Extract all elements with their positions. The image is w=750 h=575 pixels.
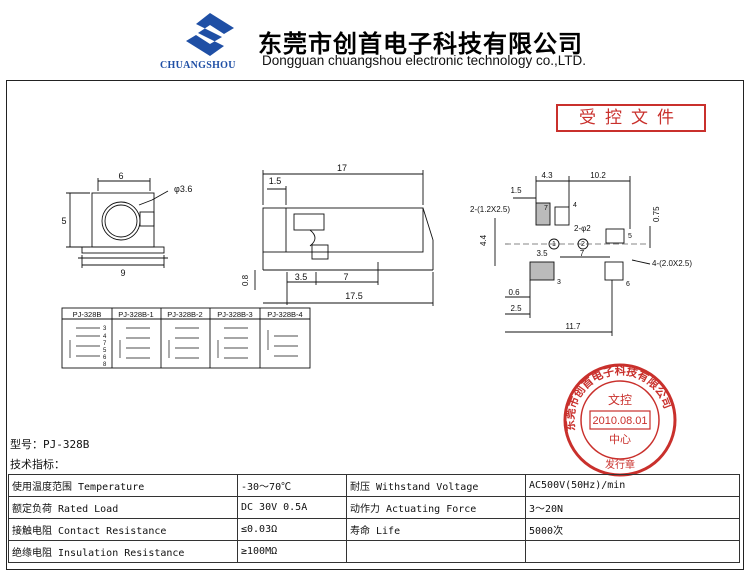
dim-hole: φ3.6 — [174, 184, 192, 194]
pin-6: 6 — [626, 281, 630, 288]
dim-width-bottom: 9 — [120, 268, 125, 278]
schematic-strip: PJ-328B PJ-328B-1 PJ-328B-2 PJ-328B-3 PJ… — [61, 307, 311, 369]
pin-2: 2 — [581, 241, 585, 248]
table-cell: ≤0.03Ω — [237, 518, 347, 541]
dim-length: 17 — [337, 163, 347, 173]
table-cell: DC 30V 0.5A — [237, 496, 347, 519]
specs-table: 使用温度范围 Temperature -30～70℃ 耐压 Withstand … — [8, 474, 740, 563]
seal-center: 中心 — [609, 433, 631, 446]
table-row: 接触电阻 Contact Resistance ≤0.03Ω 寿命 Life 5… — [8, 518, 740, 541]
model-number: 型号：PJ-328B — [10, 438, 90, 451]
schematic-label-5: PJ-328B-4 — [267, 310, 302, 319]
pin-4: 4 — [573, 202, 577, 209]
dim-fp-7: 7 — [580, 249, 585, 258]
table-cell: 接触电阻 Contact Resistance — [8, 518, 238, 541]
dim-4-3: 4.3 — [541, 171, 553, 180]
seal-date: 2010.08.01 — [592, 415, 647, 427]
table-cell: 绝缘电阻 Insulation Resistance — [8, 540, 238, 563]
sch-pin-7: 7 — [103, 341, 107, 347]
table-cell: 动作力 Actuating Force — [346, 496, 526, 519]
pin-5: 5 — [628, 233, 632, 240]
table-row: 绝缘电阻 Insulation Resistance ≥100MΩ — [8, 540, 740, 563]
sch-pin-6: 6 — [103, 355, 107, 361]
schematic-label-2: PJ-328B-1 — [118, 310, 153, 319]
dim-10-2: 10.2 — [590, 171, 606, 180]
dim-fp-1-5: 1.5 — [510, 186, 522, 195]
table-cell: -30～70℃ — [237, 474, 347, 497]
technical-drawing: 6 φ3.6 5 9 17 1.5 3.5 7 17.5 0.8 — [61, 163, 692, 369]
schematic-label-4: PJ-328B-3 — [217, 310, 252, 319]
pin-3: 3 — [557, 279, 561, 286]
table-cell: 寿命 Life — [346, 518, 526, 541]
table-cell: 额定负荷 Rated Load — [8, 496, 238, 519]
front-view: 6 φ3.6 5 9 — [61, 171, 192, 278]
dim-0-6: 0.6 — [508, 288, 520, 297]
table-cell: 使用温度范围 Temperature — [8, 474, 238, 497]
controlled-document-stamp: 受控文件 — [556, 104, 706, 132]
dim-17-5: 17.5 — [345, 291, 363, 301]
seal-bottom: 发行章 — [605, 458, 635, 471]
dim-0-75: 0.75 — [652, 206, 661, 222]
dim-1-5: 1.5 — [269, 176, 282, 186]
table-cell: AC500V(50Hz)/min — [525, 474, 740, 497]
table-cell — [346, 540, 526, 563]
dim-7: 7 — [343, 272, 348, 282]
dim-fp-3-5: 3.5 — [536, 249, 548, 258]
schematic-label-1: PJ-328B — [73, 310, 102, 319]
pad-label-a: 2-(1.2X2.5) — [470, 205, 510, 214]
company-name-en: Dongguan chuangshou electronic technolog… — [262, 53, 586, 68]
table-cell: 耐压 Withstand Voltage — [346, 474, 526, 497]
hole-label: 2-φ2 — [574, 224, 591, 233]
table-cell: 5000次 — [525, 518, 740, 541]
dim-4-4: 4.4 — [479, 234, 488, 246]
schematic-label-3: PJ-328B-2 — [167, 310, 202, 319]
side-view: 17 1.5 3.5 7 17.5 0.8 — [241, 163, 434, 306]
dim-3-5: 3.5 — [295, 272, 308, 282]
dim-2-5: 2.5 — [510, 304, 522, 313]
pin-7: 7 — [544, 205, 548, 212]
table-row: 额定负荷 Rated Load DC 30V 0.5A 动作力 Actuatin… — [8, 496, 740, 519]
dim-11-7: 11.7 — [566, 322, 582, 331]
company-name-cn: 东莞市创首电子科技有限公司 — [258, 29, 583, 58]
footprint-view: 4.3 10.2 1.5 2-(1.2X2.5) 2-φ2 7 0.75 4.4… — [470, 171, 692, 336]
sch-pin-4: 4 — [103, 334, 107, 340]
table-row: 使用温度范围 Temperature -30～70℃ 耐压 Withstand … — [8, 474, 740, 497]
sch-pin-3: 3 — [103, 326, 107, 332]
sch-pin-5: 5 — [103, 348, 107, 354]
pin-1: 1 — [552, 241, 556, 248]
drawing-frame — [6, 80, 744, 570]
table-cell — [525, 540, 740, 563]
brand-name: CHUANGSHOU — [160, 60, 236, 71]
pad-label-b: 4-(2.0X2.5) — [652, 259, 692, 268]
table-cell: 3～20N — [525, 496, 740, 519]
dim-0-8: 0.8 — [241, 274, 250, 286]
company-logo — [186, 13, 234, 56]
seal-inner-top: 文控 — [608, 392, 632, 407]
dim-width-top: 6 — [118, 171, 123, 181]
sch-pin-8: 8 — [103, 362, 107, 368]
tech-title: 技术指标： — [10, 458, 65, 471]
dim-height: 5 — [61, 216, 66, 226]
company-seal: 东莞市创首电子科技有限公司 文控 2010.08.01 中心 发行章 — [563, 363, 677, 477]
table-cell: ≥100MΩ — [237, 540, 347, 563]
